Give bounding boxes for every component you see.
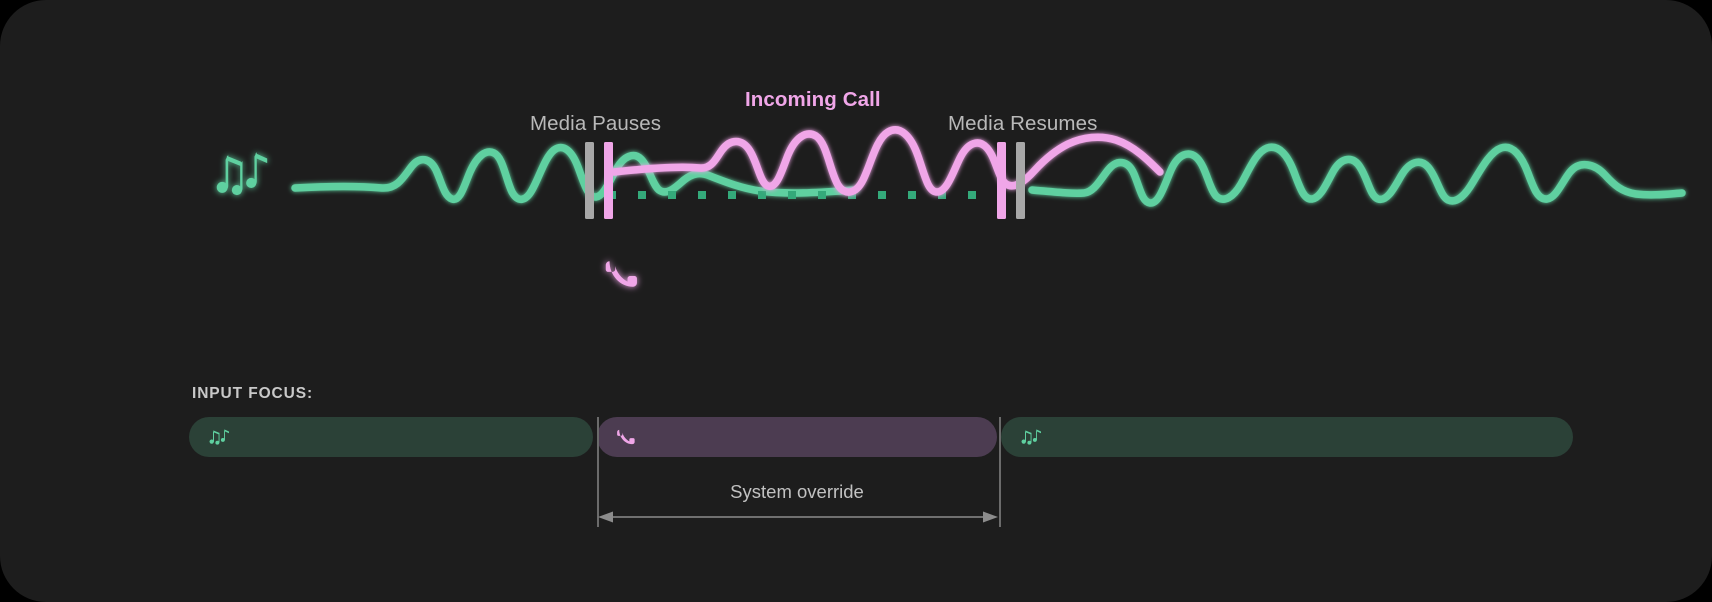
label-media-resumes: Media Resumes <box>948 112 1098 135</box>
resume-marker <box>997 142 1025 219</box>
label-media-pauses: Media Pauses <box>530 112 662 135</box>
phone-icon <box>605 261 637 287</box>
label-incoming-call: Incoming Call <box>745 88 881 111</box>
media-waveform-after <box>1028 143 1686 207</box>
system-override-label: System override <box>730 481 864 502</box>
focus-bar-media-after[interactable] <box>1001 417 1573 457</box>
call-waveform <box>610 126 1164 196</box>
media-waveform-before <box>291 143 859 204</box>
focus-bar-media-before[interactable] <box>189 417 593 457</box>
music-notes-icon <box>1019 427 1043 447</box>
input-focus-heading: INPUT FOCUS: <box>192 385 314 402</box>
music-notes-icon <box>216 152 268 196</box>
focus-bar-call[interactable] <box>597 417 997 457</box>
music-notes-icon <box>207 427 231 447</box>
override-span-arrow <box>598 511 998 523</box>
pause-marker <box>585 142 613 219</box>
audio-timeline: Media Pauses Incoming Call Media Resumes <box>216 88 1686 287</box>
timeline-waveform-svg <box>216 126 1686 287</box>
phone-icon <box>615 426 637 448</box>
